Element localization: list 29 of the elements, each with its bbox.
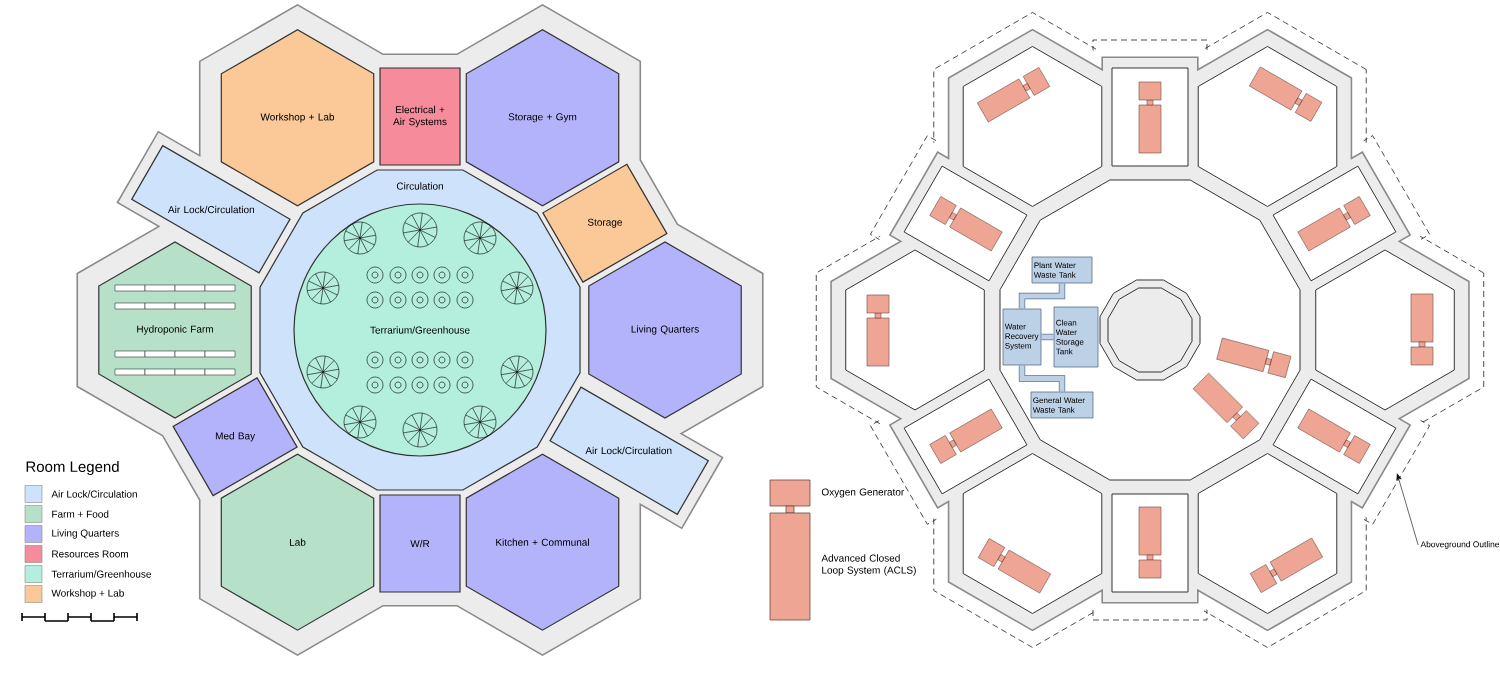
room: Storage: [542, 163, 668, 283]
legend-label: Resources Room: [52, 550, 128, 558]
legend-label: Air Lock/Circulation: [51, 490, 137, 498]
legend-label: Advanced Closed Loop System (ACLS): [821, 554, 916, 576]
room: Kitchen + Communal: [465, 453, 620, 631]
legend-label: Farm + Food: [52, 510, 109, 518]
room: Electrical + Air Systems: [379, 67, 461, 166]
legend-label: Terrarium/Greenhouse: [51, 570, 151, 578]
tank-box: Plant Water Waste Tank: [1031, 256, 1093, 284]
room: Living Quarters: [588, 241, 742, 419]
tank-box: General Water Waste Tank: [1030, 391, 1094, 419]
outline-label: Aboveground Outline: [1420, 541, 1500, 549]
pipe: [1018, 365, 1066, 392]
room: Lab: [220, 453, 375, 631]
room: Storage + Gym: [465, 29, 620, 207]
pipe: [1041, 333, 1054, 341]
airlock-room: Air Lock/Circulation: [130, 144, 291, 274]
leader-line: [1396, 473, 1419, 546]
greenhouse-area: Terrarium/Greenhouse: [293, 203, 547, 457]
legend-title: Room Legend: [26, 461, 119, 475]
room: Med Bay: [172, 377, 298, 497]
tank-box: Clean Water Storage Tank: [1053, 306, 1099, 368]
legend-label: Workshop + Lab: [51, 589, 124, 599]
legend-label: Oxygen Generator: [821, 488, 905, 498]
equipment-box: Water Recovery System: [1002, 308, 1042, 366]
room: W/R: [379, 494, 461, 593]
airlock-room: Air Lock/Circulation: [549, 386, 710, 516]
pipe: [1018, 283, 1066, 309]
legend-label: Living Quarters: [52, 529, 119, 539]
